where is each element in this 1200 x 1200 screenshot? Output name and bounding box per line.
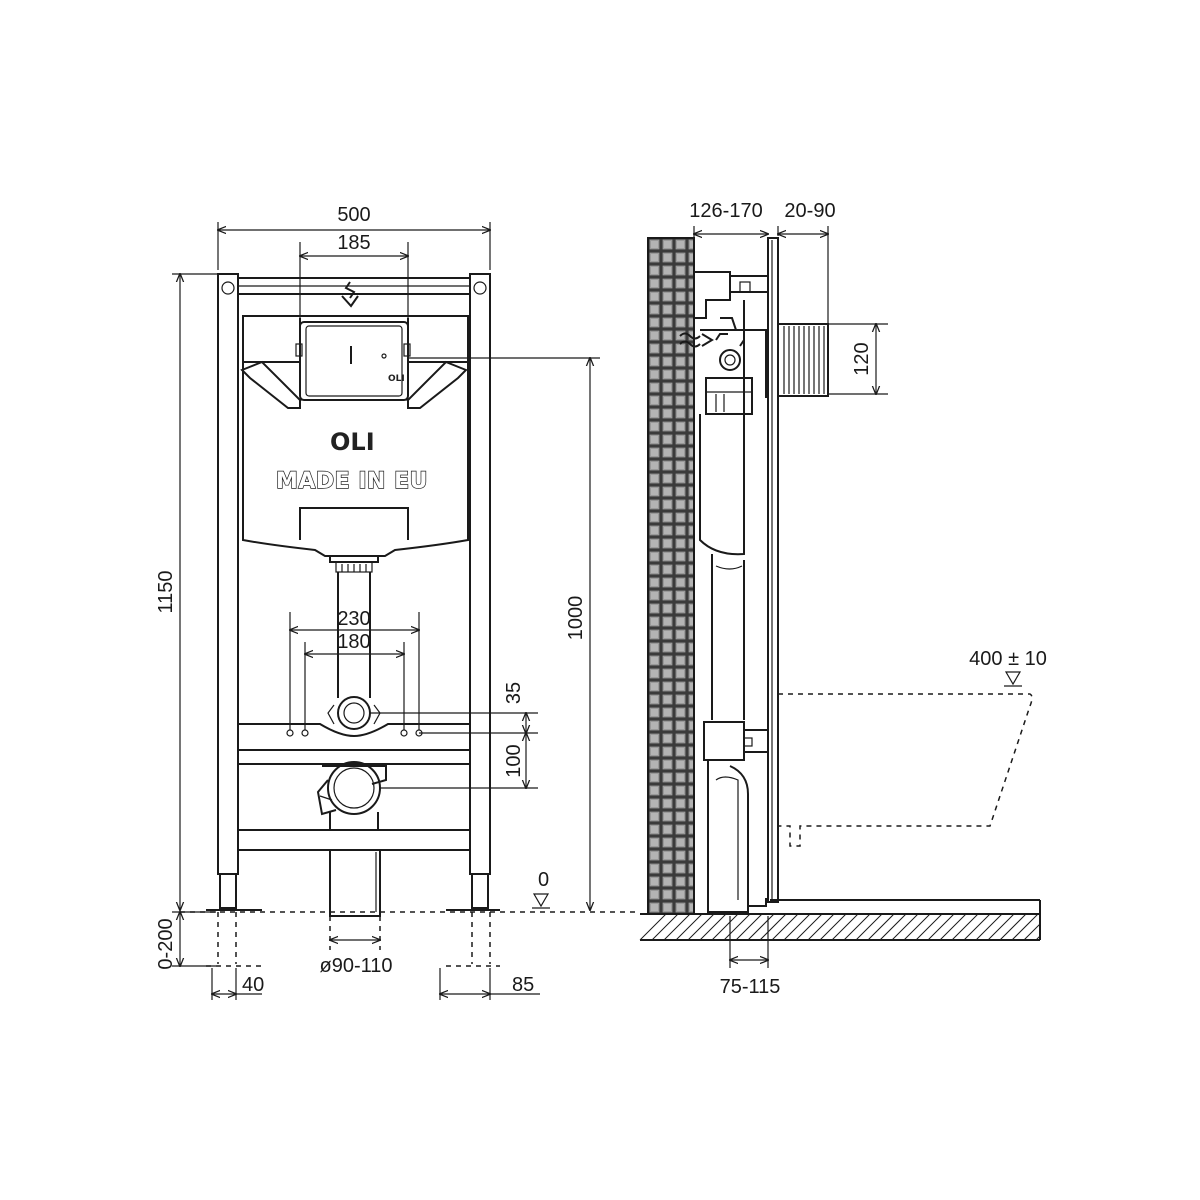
hatch-line — [831, 913, 859, 941]
hatch-line — [1023, 923, 1041, 941]
dim-foot-width: 85 — [512, 974, 534, 996]
front-panel — [767, 237, 779, 903]
hatch-line — [879, 913, 907, 941]
drain-outlet — [327, 761, 381, 815]
dim-drain-offset: 75-115 — [720, 976, 781, 998]
cistern-body — [242, 315, 469, 557]
hatch-line — [663, 913, 691, 941]
dim-wall-thickness: 20-90 — [784, 200, 835, 222]
hatch-line — [1011, 913, 1039, 941]
dim-outlet-inner: 180 — [337, 631, 370, 653]
hatch-line — [939, 913, 967, 941]
hatch-line — [783, 913, 811, 941]
hatch-line — [987, 913, 1015, 941]
hatch-line — [795, 913, 823, 941]
hatch-line — [903, 913, 931, 941]
hatch-line — [843, 913, 871, 941]
dim-width: 500 — [337, 204, 370, 226]
dim-frame-depth: 126-170 — [689, 200, 762, 222]
hatch-line — [819, 913, 847, 941]
dim-bowl-height: 400 ± 10 — [969, 648, 1047, 670]
hatch-line — [747, 913, 775, 941]
hatch-line — [891, 913, 919, 941]
flush-box-lines — [783, 326, 825, 394]
hatch-line — [999, 913, 1027, 941]
left-post — [217, 273, 239, 875]
dim-offset-35: 35 — [503, 682, 525, 704]
hatch-line — [927, 913, 955, 941]
dim-button-width: 185 — [337, 232, 370, 254]
hatch-line — [723, 913, 751, 941]
hatch-line — [699, 913, 727, 941]
flush-button — [299, 321, 409, 401]
hatch-line — [1035, 935, 1041, 941]
side-dimensions: 126-170 20-90 120 400 ± 10 75-115 — [689, 200, 1047, 998]
tiled-wall — [647, 237, 695, 915]
dim-flush-box: 120 — [851, 342, 873, 375]
button-logo: OLI — [388, 374, 405, 384]
hatch-line — [711, 913, 739, 941]
water-inlet-arrow-icon — [341, 281, 359, 308]
hatch-line — [867, 913, 895, 941]
dim-drain-diameter: ø90-110 — [319, 955, 392, 977]
hatch-line — [963, 913, 991, 941]
toilet-bowl — [778, 693, 1033, 847]
level-triangle-icon — [532, 893, 550, 908]
front-view: OLI OLI MADE IN EU — [180, 273, 640, 967]
floor-hatching — [639, 913, 1041, 941]
hatch-line — [975, 913, 1003, 941]
front-dimensions: 500 185 1150 230 180 35 100 1000 — [155, 204, 600, 1000]
hatch-line — [735, 913, 763, 941]
hatch-line — [807, 913, 835, 941]
hatch-line — [759, 913, 787, 941]
dim-offset-100: 100 — [503, 744, 525, 777]
brand-logo: OLI — [330, 428, 375, 456]
right-post — [469, 273, 491, 875]
hatch-line — [951, 913, 979, 941]
hatch-line — [675, 913, 703, 941]
water-inlet-wave-icon — [679, 332, 714, 348]
hatch-line — [639, 913, 667, 941]
dim-outlet-outer: 230 — [337, 608, 370, 630]
hatch-line — [687, 913, 715, 941]
dim-leg-extension: 0-200 — [155, 918, 177, 969]
floor-level-label: 0 — [538, 869, 549, 891]
side-view — [639, 237, 1041, 941]
hatch-line — [771, 913, 799, 941]
hatch-line — [915, 913, 943, 941]
dim-height: 1150 — [155, 570, 177, 613]
hatch-line — [855, 913, 883, 941]
hatch-line — [651, 913, 679, 941]
dim-height-floor: 1000 — [565, 596, 587, 641]
made-in-label: MADE IN EU — [276, 469, 428, 494]
dim-foot-offset: 40 — [242, 974, 264, 996]
